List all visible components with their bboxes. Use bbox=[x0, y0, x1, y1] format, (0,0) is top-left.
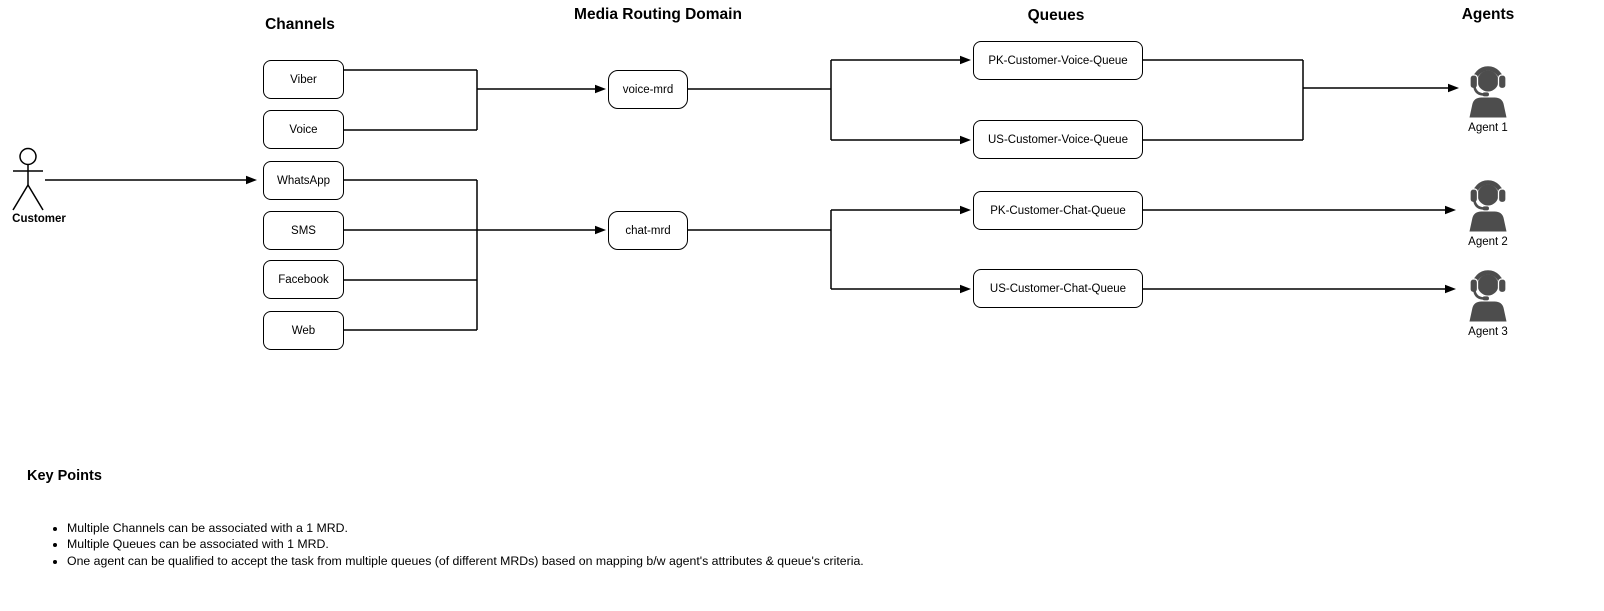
mrd-label: chat-mrd bbox=[625, 224, 671, 237]
agent-label: Agent 2 bbox=[1468, 236, 1508, 248]
key-points-title: Key Points bbox=[27, 468, 102, 484]
channel-label: WhatsApp bbox=[276, 174, 331, 187]
key-point-item: One agent can be qualified to accept the… bbox=[67, 553, 864, 569]
agent-1: Agent 1 bbox=[1463, 60, 1513, 134]
queue-box-pk-voice: PK-Customer-Voice-Queue bbox=[973, 41, 1143, 80]
queue-label: PK-Customer-Chat-Queue bbox=[990, 204, 1126, 217]
connector-to-pk-voice-queue bbox=[831, 55, 971, 65]
channel-box-voice: Voice bbox=[263, 110, 344, 149]
key-points-list: Multiple Channels can be associated with… bbox=[27, 520, 864, 569]
connector-to-chat-mrd bbox=[477, 225, 606, 235]
agent-label: Agent 1 bbox=[1468, 122, 1508, 134]
channel-label: Voice bbox=[289, 123, 318, 136]
channel-label: Facebook bbox=[278, 273, 329, 286]
column-header-mrd: Media Routing Domain bbox=[574, 6, 742, 23]
agent-headset-icon bbox=[1469, 66, 1507, 118]
mrd-box-chat: chat-mrd bbox=[608, 211, 688, 250]
customer-actor: Customer bbox=[11, 147, 66, 225]
agent-headset-icon bbox=[1469, 180, 1507, 232]
agent-2: Agent 2 bbox=[1463, 174, 1513, 248]
queue-box-us-voice: US-Customer-Voice-Queue bbox=[973, 120, 1143, 159]
column-header-queues: Queues bbox=[1027, 7, 1085, 24]
channel-label: Web bbox=[291, 324, 316, 337]
connector-to-agent-1 bbox=[1303, 83, 1459, 93]
customer-actor-icon bbox=[12, 147, 44, 211]
channel-box-web: Web bbox=[263, 311, 344, 350]
connector-to-agent-3 bbox=[1143, 284, 1456, 294]
channel-box-viber: Viber bbox=[263, 60, 344, 99]
queue-box-us-chat: US-Customer-Chat-Queue bbox=[973, 269, 1143, 308]
agent-3: Agent 3 bbox=[1463, 264, 1513, 338]
connector-to-us-chat-queue bbox=[831, 284, 971, 294]
mrd-label: voice-mrd bbox=[622, 83, 674, 96]
key-point-item: Multiple Queues can be associated with 1… bbox=[67, 536, 864, 552]
agent-label: Agent 3 bbox=[1468, 326, 1508, 338]
queue-label: US-Customer-Voice-Queue bbox=[988, 133, 1128, 146]
queue-label: PK-Customer-Voice-Queue bbox=[988, 54, 1128, 67]
channel-box-facebook: Facebook bbox=[263, 260, 344, 299]
connector-to-us-voice-queue bbox=[831, 135, 971, 145]
channel-label: Viber bbox=[290, 73, 317, 86]
column-header-agents: Agents bbox=[1461, 6, 1515, 23]
mrd-box-voice: voice-mrd bbox=[608, 70, 688, 109]
customer-label: Customer bbox=[12, 213, 66, 225]
connector-to-agent-2 bbox=[1143, 205, 1456, 215]
channel-box-sms: SMS bbox=[263, 211, 344, 250]
channel-box-whatsapp: WhatsApp bbox=[263, 161, 344, 200]
queue-box-pk-chat: PK-Customer-Chat-Queue bbox=[973, 191, 1143, 230]
queue-label: US-Customer-Chat-Queue bbox=[989, 282, 1127, 295]
key-point-item: Multiple Channels can be associated with… bbox=[67, 520, 864, 536]
connector-to-pk-chat-queue bbox=[831, 205, 971, 215]
agent-headset-icon bbox=[1469, 270, 1507, 322]
connector-customer-to-whatsapp bbox=[45, 175, 257, 185]
connector-to-voice-mrd bbox=[477, 84, 606, 94]
column-header-channels: Channels bbox=[265, 16, 335, 33]
channel-label: SMS bbox=[291, 224, 316, 237]
